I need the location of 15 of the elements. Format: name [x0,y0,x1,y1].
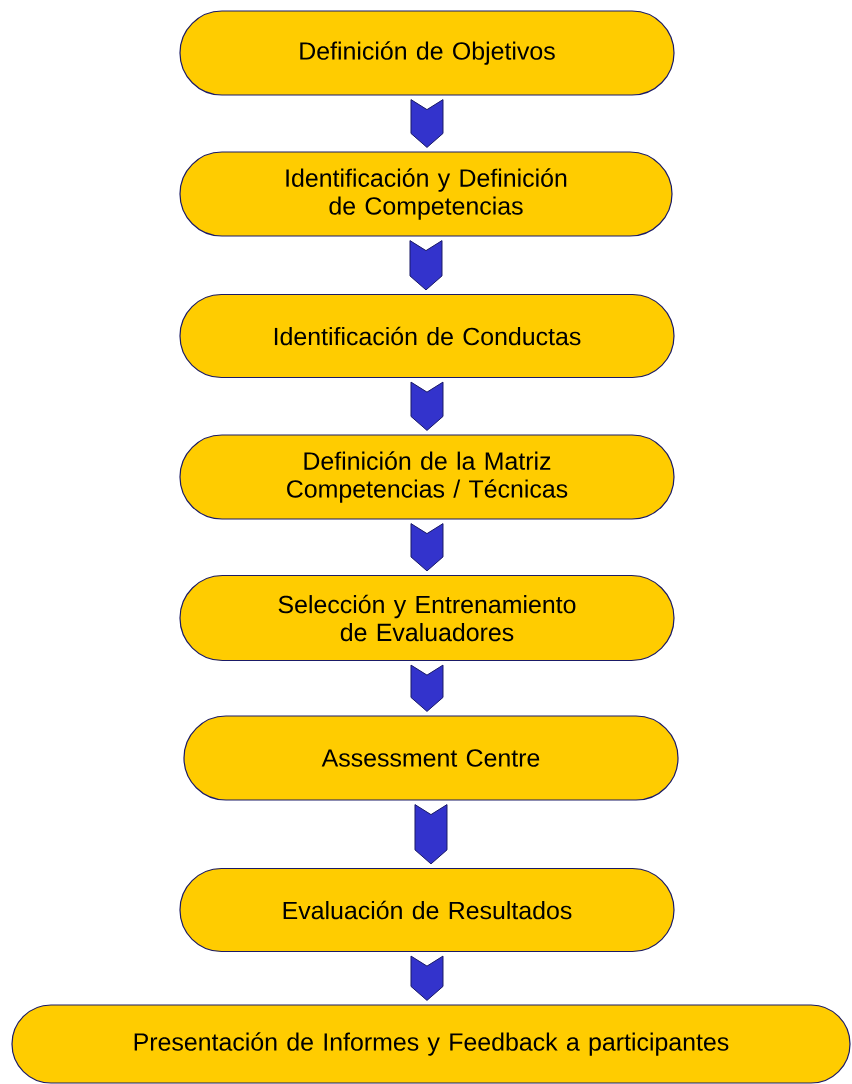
process-pill: Evaluación de Resultados [179,867,675,953]
chevron-arrow [410,523,444,572]
chevron-arrow [410,664,444,712]
process-pill: Identificación y Definición de Competencias [179,151,673,237]
process-pill: Identificación de Conductas [179,293,675,379]
chevron-arrow [414,804,448,865]
process-pill: Definición de Objetivos [179,10,675,96]
process-pill: Definición de la Matriz Competencias / Técnicas [179,434,675,520]
chevron-arrow [409,240,443,291]
chevron-arrow [410,99,444,148]
chevron-arrow [410,381,444,431]
process-pill: Presentación de Informes y Feedback a participantes [11,1004,851,1084]
process-pill: Selección y Entrenamiento de Evaluadores [179,574,675,662]
process-pill: Assessment Centre [183,715,679,801]
chevron-arrow [410,955,444,1001]
